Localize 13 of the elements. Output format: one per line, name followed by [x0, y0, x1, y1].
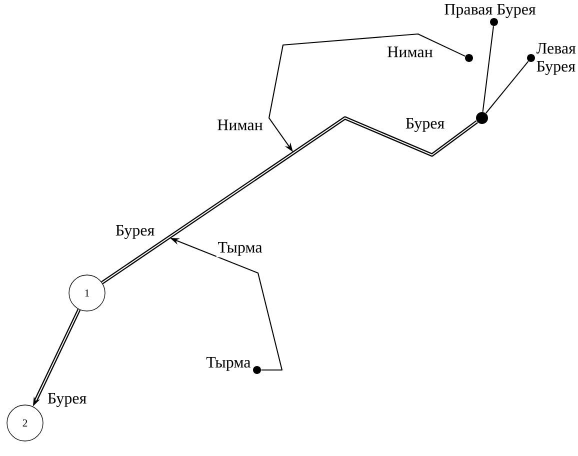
river-name: Левая Бурея [536, 43, 576, 75]
river-name: Правая Бурея [444, 4, 536, 18]
river-name: Ниман [388, 46, 433, 58]
river-line [101, 116, 478, 284]
river-line [482, 26, 494, 112]
edge-label: Бурея [46, 392, 88, 408]
edge-label: Бурея [404, 116, 446, 134]
dot [476, 112, 488, 124]
river-line [486, 60, 529, 114]
edge-label: Ниман [216, 118, 264, 132]
edge-label: Тырма [216, 240, 264, 258]
river-name: Тырма [206, 357, 251, 371]
river-name: Бурея [116, 225, 154, 239]
